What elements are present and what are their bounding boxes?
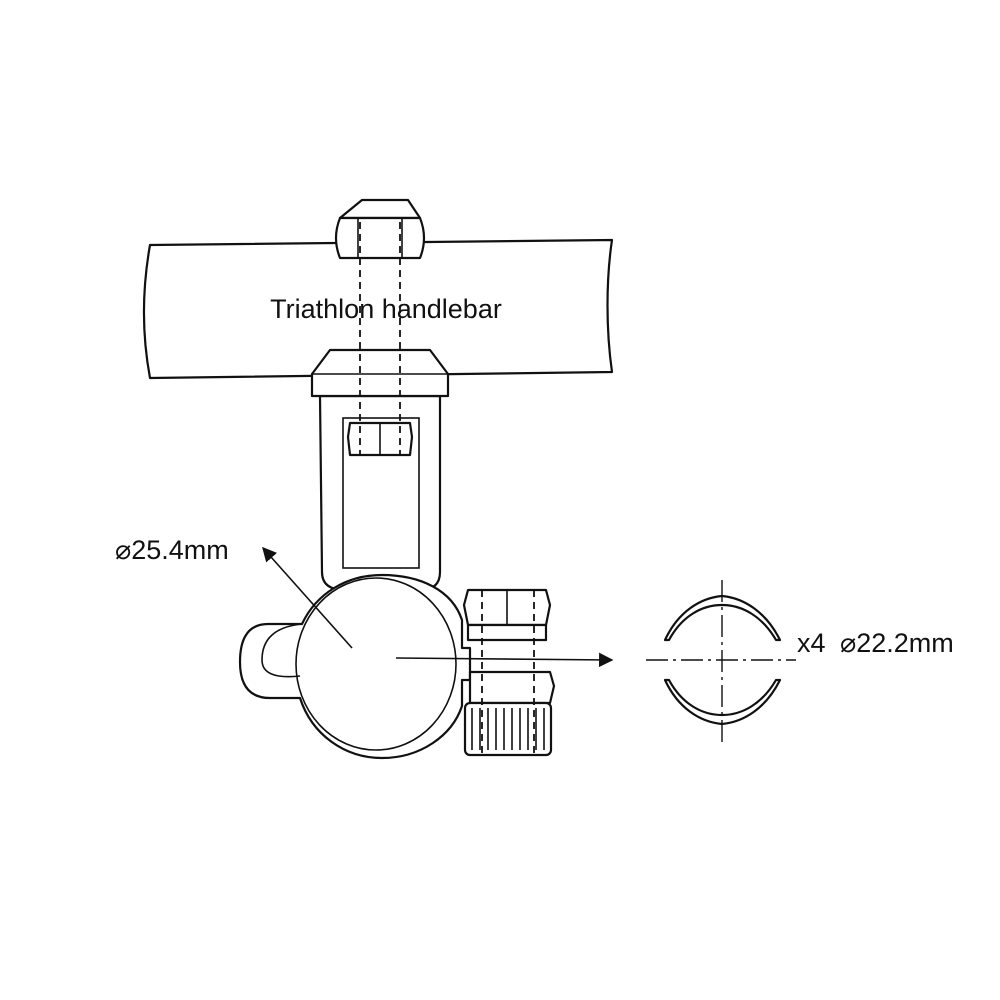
top-nut [334, 198, 426, 260]
clamp-ring [238, 573, 472, 760]
handlebar-tube [142, 238, 614, 380]
shim-rings [646, 580, 796, 742]
large-diameter-label: ⌀25.4mm [115, 535, 229, 565]
lower-saddle-block [310, 348, 450, 398]
small-diameter-label: ⌀22.2mm [840, 628, 954, 658]
quantity-label: x4 [797, 628, 826, 658]
diameter-leader-arrow [262, 546, 353, 649]
stem-nut [346, 421, 414, 457]
main-bolt-hidden-lines [359, 222, 401, 456]
insert-direction-arrow [395, 652, 614, 668]
clamp-bolt [462, 588, 556, 757]
handlebar-label: Triathlon handlebar [270, 294, 502, 324]
